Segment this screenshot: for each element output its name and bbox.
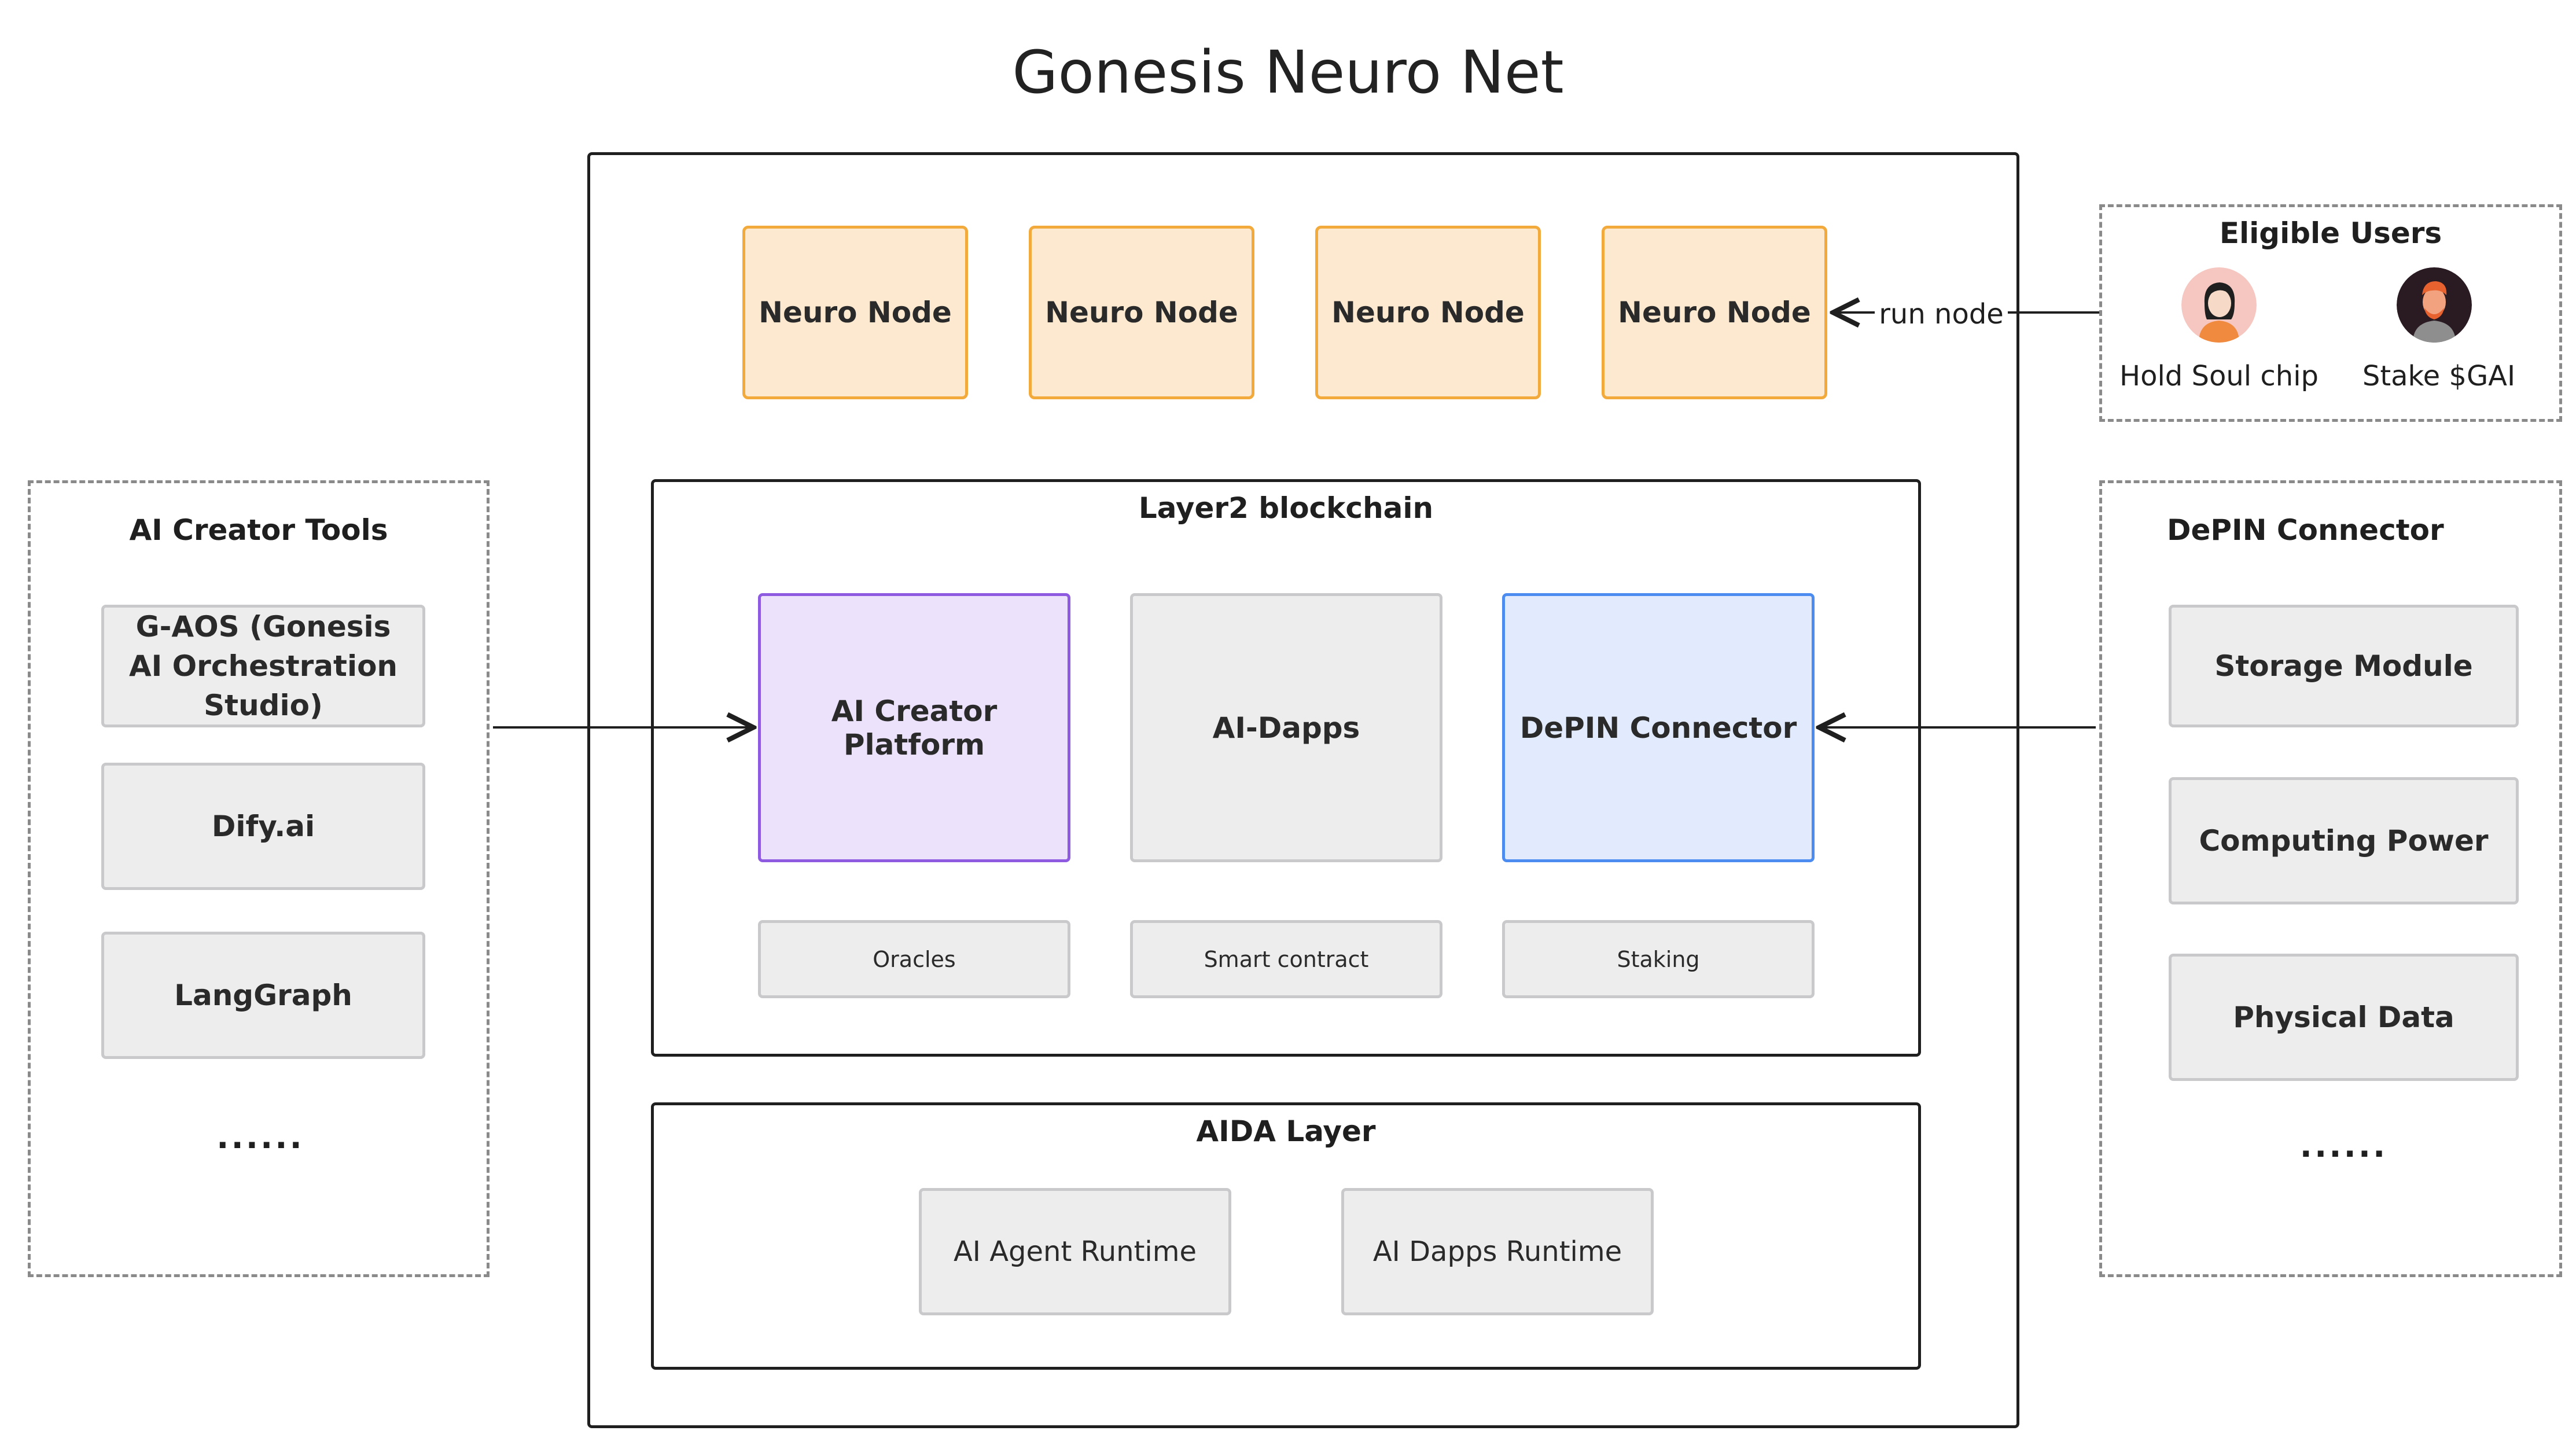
- depin-connector-panel-title: DePIN Connector: [2167, 513, 2444, 547]
- smart-contract-box[interactable]: Smart contract: [1130, 920, 1442, 998]
- depin-connector-box[interactable]: DePIN Connector: [1502, 593, 1815, 862]
- woman-avatar-icon: [2181, 267, 2257, 343]
- ai-creator-platform-box[interactable]: AI Creator Platform: [758, 593, 1070, 862]
- aida-layer-frame: [651, 1102, 1921, 1370]
- ai-agent-runtime-box[interactable]: AI Agent Runtime: [919, 1188, 1231, 1315]
- neuro-node-2[interactable]: Neuro Node: [1029, 226, 1254, 399]
- eligible-users-title: Eligible Users: [2219, 216, 2442, 250]
- ai-dapps-runtime-box[interactable]: AI Dapps Runtime: [1341, 1188, 1654, 1315]
- hold-soul-chip-label: Hold Soul chip: [2119, 359, 2319, 392]
- ai-creator-tools-more: ......: [216, 1118, 304, 1156]
- depin-connector-more: ......: [2299, 1127, 2388, 1165]
- neuro-node-1[interactable]: Neuro Node: [742, 226, 968, 399]
- computing-power-box[interactable]: Computing Power: [2169, 777, 2519, 904]
- layer2-blockchain-title: Layer2 blockchain: [1138, 491, 1434, 525]
- storage-module-box[interactable]: Storage Module: [2169, 605, 2519, 727]
- langgraph-box[interactable]: LangGraph: [101, 932, 425, 1059]
- oracles-box[interactable]: Oracles: [758, 920, 1070, 998]
- physical-data-box[interactable]: Physical Data: [2169, 954, 2519, 1081]
- eligible-users-panel: [2099, 204, 2562, 422]
- stake-gai-label: Stake $GAI: [2362, 359, 2516, 392]
- depin-connector-panel: [2099, 480, 2562, 1277]
- page-title: Gonesis Neuro Net: [1012, 38, 1564, 107]
- neuro-node-3[interactable]: Neuro Node: [1315, 226, 1541, 399]
- ai-creator-tools-panel: [28, 480, 490, 1277]
- dify-ai-box[interactable]: Dify.ai: [101, 763, 425, 890]
- layer2-blockchain-frame: [651, 479, 1921, 1057]
- staking-box[interactable]: Staking: [1502, 920, 1815, 998]
- ai-creator-tools-title: AI Creator Tools: [129, 513, 388, 547]
- run-node-label: run node: [1875, 292, 2008, 336]
- ai-dapps-box[interactable]: AI-Dapps: [1130, 593, 1442, 862]
- man-avatar-icon: [2397, 267, 2472, 343]
- main-network-frame: [587, 152, 2019, 1428]
- g-aos-box[interactable]: G-AOS (Gonesis AI Orchestration Studio): [101, 605, 425, 727]
- neuro-node-4[interactable]: Neuro Node: [1602, 226, 1827, 399]
- aida-layer-title: AIDA Layer: [1196, 1114, 1376, 1148]
